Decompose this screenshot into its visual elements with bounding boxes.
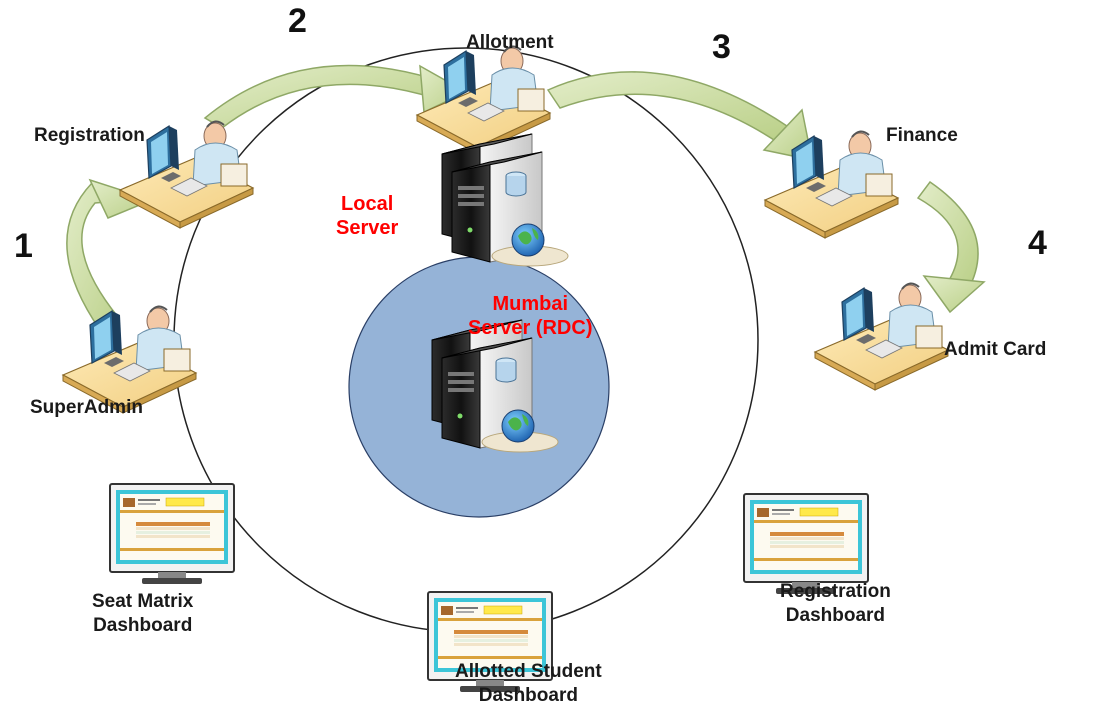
- arrow-step-4-head: [922, 275, 986, 314]
- local-server-label-line-2: Server: [336, 217, 399, 239]
- local-server-label-line-1: Local: [341, 193, 394, 215]
- finance-label: Finance: [886, 125, 958, 146]
- allotment-label: Allotment: [466, 32, 554, 53]
- allotted-student-dashboard-line-2: Dashboard: [478, 685, 578, 706]
- mumbai-server-label: Mumbai Server (RDC): [468, 292, 592, 340]
- mumbai-server-label-line-2: Server (RDC): [468, 317, 593, 339]
- arrow-step-4: [916, 180, 979, 291]
- registration-dashboard-label: Registration Dashboard: [780, 580, 891, 628]
- step-3-number: 3: [712, 28, 731, 66]
- arrow-step-2-head: [419, 64, 468, 114]
- step-2-number: 2: [288, 2, 307, 40]
- seat-matrix-dashboard-line-1: Seat Matrix: [92, 591, 194, 612]
- seat-matrix-monitor-icon: [109, 483, 235, 585]
- registration-label: Registration: [34, 125, 145, 146]
- allotted-student-dashboard-line-1: Allotted Student: [455, 661, 602, 682]
- local-server-label: Local Server: [336, 192, 398, 240]
- allotted-student-dashboard-label: Allotted Student Dashboard: [455, 660, 602, 708]
- registration-dashboard-monitor-icon: [743, 493, 869, 595]
- admit-card-label: Admit Card: [944, 339, 1047, 360]
- mumbai-server-label-line-1: Mumbai: [492, 293, 569, 315]
- superadmin-label: SuperAdmin: [30, 397, 143, 418]
- seat-matrix-dashboard-label: Seat Matrix Dashboard: [92, 590, 193, 638]
- seat-matrix-dashboard-line-2: Dashboard: [93, 615, 193, 636]
- admit-card-workstation-icon: [814, 282, 949, 391]
- registration-dashboard-line-1: Registration: [780, 581, 891, 602]
- step-4-number: 4: [1028, 224, 1047, 262]
- registration-dashboard-line-2: Dashboard: [785, 605, 886, 626]
- step-1-number: 1: [14, 227, 33, 265]
